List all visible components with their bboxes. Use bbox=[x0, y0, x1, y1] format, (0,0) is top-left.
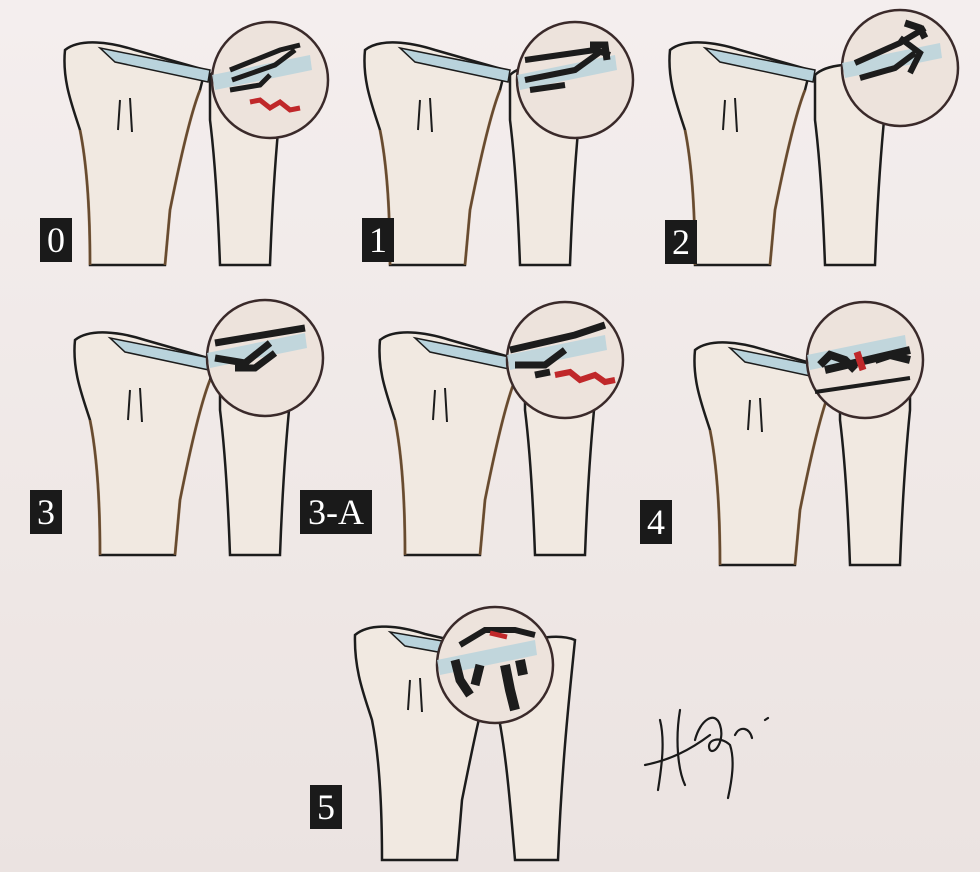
panel-stage-3: 3 bbox=[30, 300, 340, 570]
stage-label: 0 bbox=[40, 218, 72, 262]
stage-label: 5 bbox=[310, 785, 342, 829]
panel-stage-0: 0 bbox=[40, 20, 340, 280]
bone-drawing-stage-4 bbox=[640, 300, 960, 580]
panel-stage-5: 5 bbox=[310, 600, 610, 870]
bone-drawing-stage-3 bbox=[30, 300, 340, 570]
panel-stage-2: 2 bbox=[645, 10, 965, 280]
panel-stage-3a: 3-A bbox=[300, 300, 640, 570]
bone-drawing-stage-0 bbox=[40, 20, 340, 280]
stage-label: 2 bbox=[665, 220, 697, 264]
artist-signature bbox=[640, 680, 780, 810]
stage-label: 3-A bbox=[300, 490, 372, 534]
stage-label: 3 bbox=[30, 490, 62, 534]
panel-stage-4: 4 bbox=[640, 300, 960, 580]
stage-label: 4 bbox=[640, 500, 672, 544]
panel-stage-1: 1 bbox=[340, 20, 640, 280]
bone-drawing-stage-5 bbox=[310, 600, 610, 870]
stage-label: 1 bbox=[362, 218, 394, 262]
